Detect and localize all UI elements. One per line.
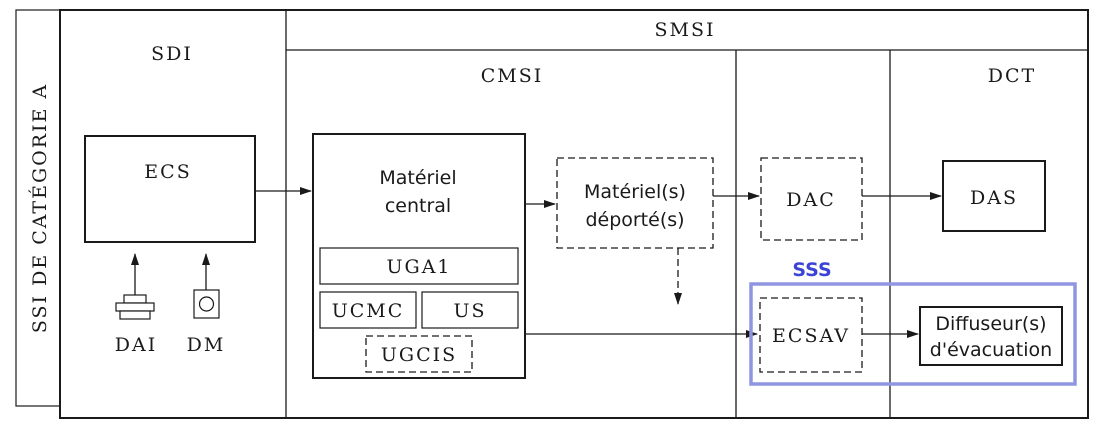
diffuseurs-line2: d'évacuation [930, 339, 1052, 361]
ecsav-box [759, 297, 863, 373]
sss-highlight [749, 282, 1077, 386]
dm-label: DM [187, 334, 226, 356]
das-box [942, 160, 1046, 232]
materiel-central-line1: Matériel [379, 167, 456, 189]
dac-label: DAC [786, 189, 836, 211]
uga1-label: UGA1 [387, 256, 452, 278]
diffuseurs-box [919, 306, 1063, 366]
dai-label: DAI [115, 334, 157, 356]
ucmc-label: UCMC [332, 300, 405, 322]
ugcis-label: UGCIS [381, 344, 457, 366]
diffuseurs-line1: Diffuseur(s) [935, 313, 1046, 335]
smsi-header: SMSI [655, 19, 716, 41]
dct-header: DCT [988, 65, 1036, 87]
us-label: US [453, 300, 486, 322]
ecs-label: ECS [144, 161, 191, 183]
us-box [421, 291, 519, 329]
ugcis-box [365, 335, 473, 373]
vertical-title: SSI DE CATÉGORIE A [28, 83, 51, 333]
dm-icon [193, 289, 220, 319]
materiels-deportes-box [556, 157, 714, 249]
materiels-deportes-line2: déporté(s) [585, 209, 684, 231]
ecs-box [84, 135, 256, 243]
sss-label: SSS [792, 259, 831, 281]
das-label: DAS [970, 187, 1018, 209]
ecsav-label: ECSAV [772, 325, 850, 347]
uga1-box [319, 247, 519, 285]
dac-box [760, 157, 863, 241]
ucmc-box [319, 291, 417, 329]
dai-icon [115, 294, 155, 320]
cmsi-header: CMSI [481, 65, 544, 87]
materiel-central-line2: central [385, 195, 451, 217]
materiels-deportes-line1: Matériel(s) [584, 181, 686, 203]
title-strip [15, 9, 61, 407]
sdi-header: SDI [151, 43, 193, 65]
